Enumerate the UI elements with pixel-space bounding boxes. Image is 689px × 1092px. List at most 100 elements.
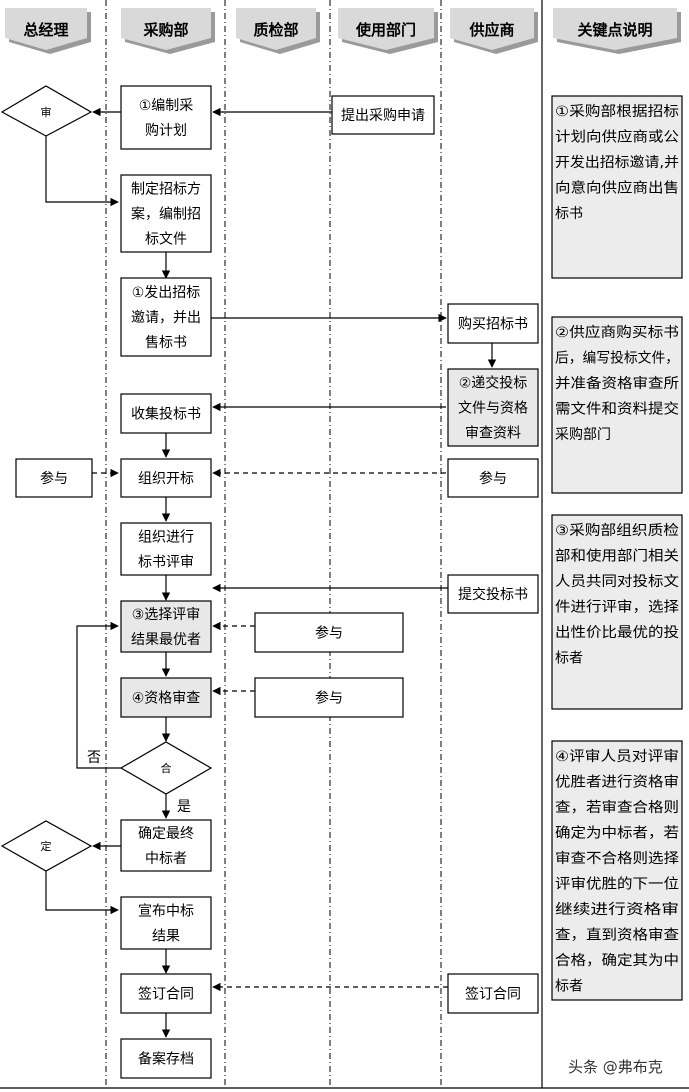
process-box-qc-participate-2: 参与 xyxy=(254,677,404,718)
box-text-line: 中标者 xyxy=(145,851,187,867)
note-text-line: 并准备资格审查所 xyxy=(555,375,679,392)
note-text-line: 合格，确定其为中 xyxy=(555,953,679,969)
note-text-line: 查，若审查合格则 xyxy=(555,800,679,816)
box-text-line: 签订合同 xyxy=(465,986,521,1003)
box-text-line: 签订合同 xyxy=(138,986,194,1003)
box-text-line: 标文件 xyxy=(145,232,187,248)
note-text-line: 标者 xyxy=(555,979,583,995)
note-text-line: 出性价比最优的投 xyxy=(555,625,679,641)
no-branch-label: 否 xyxy=(87,750,101,766)
lane-header-supplier: 供应商 xyxy=(450,8,538,54)
note-text-line: 向意向供应商出售 xyxy=(555,180,679,197)
box-text-line: 文件与资格 xyxy=(458,401,528,417)
note-text-line: ④评审人员对评审 xyxy=(555,749,679,765)
qualification-decision-diamond: 合 xyxy=(119,741,213,795)
note-text-line: 标者 xyxy=(555,651,583,667)
box-text-line: ④资格审查 xyxy=(132,691,201,707)
gm-approve-diamond-2: 定 xyxy=(0,820,93,872)
note-text-line: 采购部门 xyxy=(555,427,611,443)
arrow-approve-to-announce xyxy=(45,871,119,915)
note-text-line: 部和使用部门相关 xyxy=(555,548,679,565)
box-text-line: 案，编制招 xyxy=(131,206,201,223)
lane-header-label: 采购部 xyxy=(142,21,188,39)
key-point-note-3: ③采购部组织质检部和使用部门相关人员共同对投标文件进行评审，选择出性价比最优的投… xyxy=(551,514,683,710)
note-text-line: 优胜者进行资格审 xyxy=(555,775,679,791)
box-text-line: 提交投标书 xyxy=(458,586,528,603)
lane-header-notes: 关键点说明 xyxy=(553,8,681,54)
box-text-line: ②递交投标 xyxy=(459,375,528,392)
lane-header-gm: 总经理 xyxy=(5,8,91,54)
process-box-collect: 收集投标书 xyxy=(120,393,212,434)
box-text-line: 参与 xyxy=(315,690,343,707)
note-text-line: 审查不合格则选择 xyxy=(555,851,679,867)
note-text-line: 查，直到资格审查 xyxy=(555,927,679,944)
note-text-line: 计划向供应商或公 xyxy=(555,129,679,146)
process-box-supplier-sign: 签订合同 xyxy=(447,973,539,1014)
process-box-request: 提出采购申请 xyxy=(331,95,435,135)
box-text-line: 售标书 xyxy=(145,335,187,351)
box-text-line: 组织开标 xyxy=(138,471,194,487)
box-text-line: 确定最终 xyxy=(138,826,194,842)
lane-header-label: 质检部 xyxy=(253,21,298,39)
box-text-line: 提出采购申请 xyxy=(341,108,425,124)
lane-header-label: 关键点说明 xyxy=(577,21,652,39)
process-box-gm-participate: 参与 xyxy=(15,458,93,498)
box-text-line: ①发出招标 xyxy=(132,285,201,301)
note-text-line: 评审优胜的下一位 xyxy=(555,877,679,893)
lane-header-label: 总经理 xyxy=(23,21,68,39)
process-box-open: 组织开标 xyxy=(120,458,212,498)
note-text-line: ③采购部组织质检 xyxy=(555,523,679,539)
process-box-submit-bid: 提交投标书 xyxy=(447,574,539,614)
box-text-line: 组织进行 xyxy=(138,530,194,546)
lane-header-label: 使用部门 xyxy=(355,21,416,39)
lane-header-purchasing: 采购部 xyxy=(121,8,215,54)
note-text-line: 确定为中标者，若 xyxy=(555,826,679,842)
note-text-line: 标书 xyxy=(555,206,583,222)
process-box-sign: 签订合同 xyxy=(120,973,212,1014)
process-box-buy: 购买招标书 xyxy=(447,303,539,344)
note-text-line: 后，编写投标文件， xyxy=(555,351,679,367)
arrow-decision-no-loop xyxy=(76,621,121,769)
arrow-approve-to-scheme xyxy=(45,136,119,207)
lane-header-qc: 质检部 xyxy=(236,8,320,54)
note-text-line: 件进行评审，选择 xyxy=(555,600,679,616)
lane-header-user_dept: 使用部门 xyxy=(338,8,438,54)
note-text-line: 人员共同对投标文 xyxy=(555,574,679,590)
box-text-line: 参与 xyxy=(40,470,68,487)
process-box-qc-participate-1: 参与 xyxy=(254,612,404,653)
watermark: 头条 @弗布克 xyxy=(568,1058,663,1076)
box-text-line: 制定招标方 xyxy=(131,182,201,198)
box-text-line: 宣布中标 xyxy=(138,904,194,920)
lane-header-label: 供应商 xyxy=(468,21,514,39)
gm-approve-diamond-1: 审 xyxy=(0,85,93,137)
diamond-label: 合 xyxy=(161,761,172,775)
note-text-line: ①采购部根据招标 xyxy=(555,104,679,120)
process-box-qualify: ④资格审查 xyxy=(120,677,212,718)
key-point-note-4: ④评审人员对评审优胜者进行资格审查，若审查合格则确定为中标者，若审查不合格则选择… xyxy=(551,740,683,1001)
box-text-line: 审查资料 xyxy=(465,426,521,442)
box-text-line: 邀请，并出 xyxy=(131,310,201,326)
box-text-line: 参与 xyxy=(315,625,343,642)
box-text-line: 结果最优者 xyxy=(131,632,201,648)
box-text-line: 购买招标书 xyxy=(458,317,528,333)
note-text-line: ②供应商购买标书 xyxy=(555,324,679,341)
box-text-line: 参与 xyxy=(479,470,507,487)
box-text-line: ③选择评审 xyxy=(132,607,201,623)
note-text-line: 开发出招标邀请,并 xyxy=(555,155,679,171)
process-box-supplier-participate: 参与 xyxy=(447,458,539,498)
box-text-line: 备案存档 xyxy=(138,1051,194,1068)
yes-branch-label: 是 xyxy=(177,799,191,815)
box-text-line: ①编制采 xyxy=(139,98,194,114)
note-text-line: 继续进行资格审 xyxy=(555,901,679,918)
